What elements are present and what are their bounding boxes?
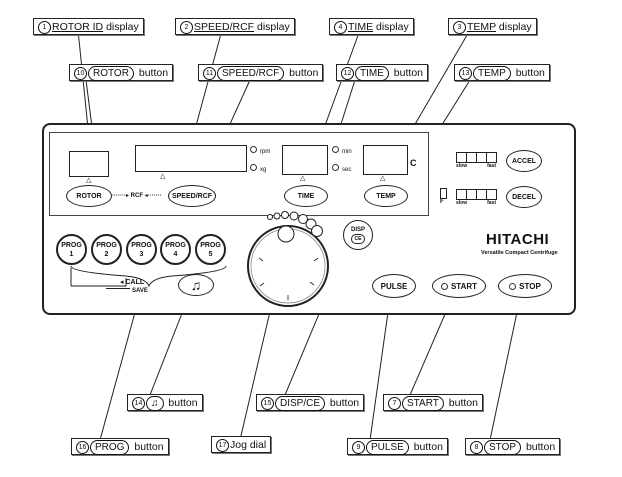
start-led-icon xyxy=(440,282,448,290)
time-button[interactable]: TIME xyxy=(284,185,328,207)
time-display xyxy=(282,145,328,175)
rcf-link: ·······▸ RCF ◂······· xyxy=(112,193,162,199)
start-button[interactable]: START xyxy=(432,274,486,298)
pulse-button[interactable]: PULSE xyxy=(372,274,416,298)
accel-button[interactable]: ACCEL xyxy=(506,150,542,172)
temp-display xyxy=(363,145,408,175)
rotor-id-display xyxy=(69,151,109,177)
speed-rcf-display xyxy=(135,145,247,172)
rpm-led: rpm xyxy=(250,146,270,155)
music-button[interactable]: ♫ xyxy=(178,274,214,296)
rotor-indicator-icon: △ xyxy=(86,177,92,184)
display-panel xyxy=(49,132,429,216)
prog-bracket xyxy=(70,265,227,288)
save-label: SAVE xyxy=(132,288,148,294)
speed-rcf-button[interactable]: SPEED/RCF xyxy=(168,185,216,207)
time-indicator-icon: △ xyxy=(300,175,306,182)
sec-led: sec xyxy=(332,164,351,173)
celsius-label: C xyxy=(410,158,417,168)
min-led: min xyxy=(332,146,352,155)
tagline: Versatile Compact Centrifuge xyxy=(481,250,558,256)
temp-button[interactable]: TEMP xyxy=(364,185,408,207)
stop-button[interactable]: STOP xyxy=(498,274,552,298)
disp-ce-button[interactable]: DISP CE xyxy=(343,220,373,250)
rcf-indicator-icon: △ xyxy=(160,173,166,180)
xg-led: xg xyxy=(250,164,266,173)
decel-button[interactable]: DECEL xyxy=(506,186,542,208)
stop-led-icon xyxy=(509,282,517,290)
rotor-button[interactable]: ROTOR xyxy=(66,185,112,207)
call-label: ◂ CALL xyxy=(120,279,145,286)
f-indicator xyxy=(440,188,447,199)
jog-indicator-icon xyxy=(263,217,264,218)
fahrenheit-label: F xyxy=(440,199,444,205)
hitachi-logo: HITACHI xyxy=(486,231,550,248)
temp-indicator-icon: △ xyxy=(380,175,386,182)
callout-music-button: 14♫ button xyxy=(127,394,203,411)
jog-dial[interactable] xyxy=(236,208,346,318)
save-line xyxy=(106,288,130,289)
